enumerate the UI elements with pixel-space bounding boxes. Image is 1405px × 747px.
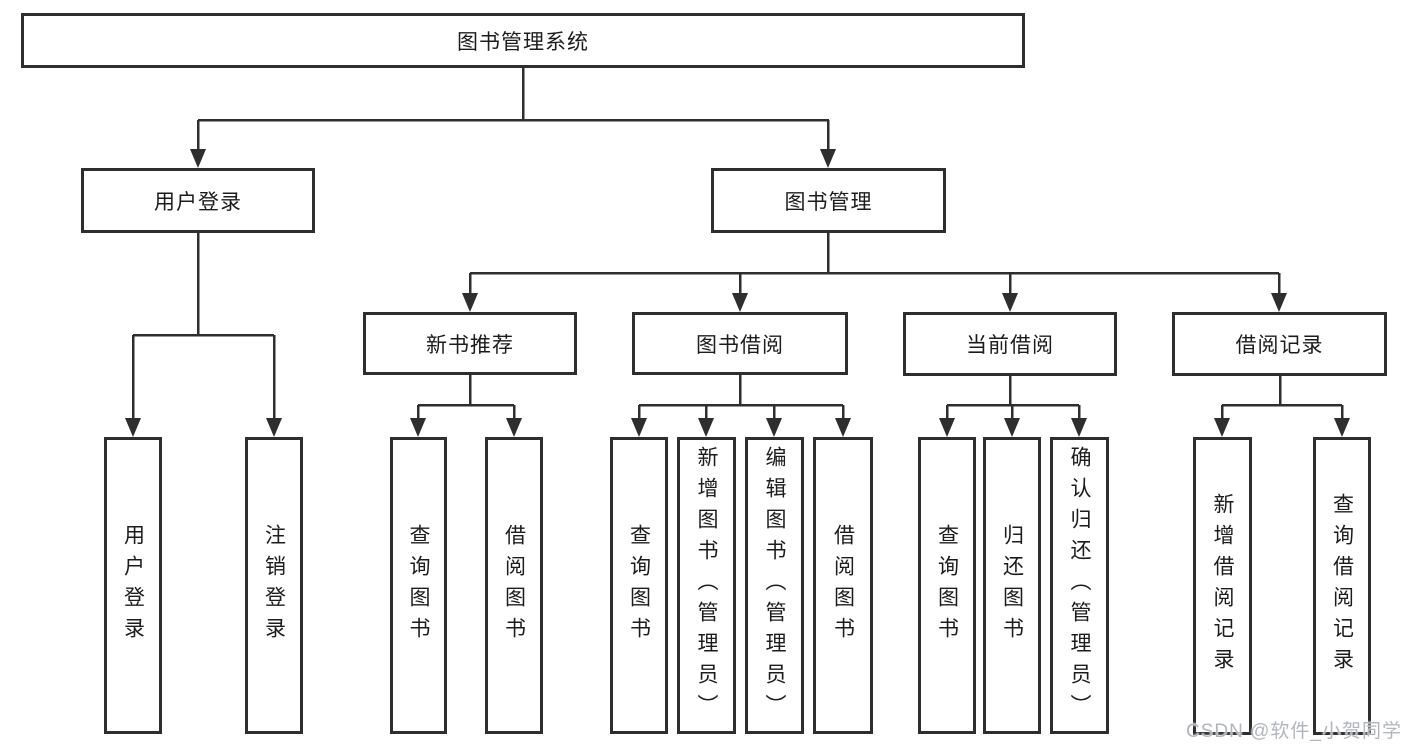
- leaf-borrow-books-borrowing-label: 借阅图书: [831, 523, 855, 648]
- leaf-query-books-borrowing: 查询图书: [610, 437, 668, 734]
- node-book-management: 图书管理: [711, 168, 946, 233]
- node-library-management-system-label: 图书管理系统: [457, 30, 589, 54]
- node-user-login: 用户登录: [81, 168, 315, 233]
- arrowhead-book-management: [820, 149, 836, 168]
- arrowhead-f8: [939, 418, 955, 437]
- leaf-edit-book-admin: 编辑图书（管理员）: [745, 437, 804, 734]
- arrowhead-f3: [506, 418, 522, 437]
- leaf-query-books-recommend-label: 查询图书: [407, 523, 430, 648]
- arrowhead-f4: [631, 418, 647, 437]
- leaf-user-login: 用户登录: [104, 437, 162, 734]
- node-book-borrowing-label: 图书借阅: [696, 333, 784, 357]
- arrowhead-f10: [1071, 418, 1087, 437]
- leaf-add-borrow-record: 新增借阅记录: [1193, 437, 1252, 735]
- node-book-borrowing: 图书借阅: [632, 312, 848, 375]
- arrowhead-current-borrow: [1002, 293, 1018, 312]
- leaf-logout: 注销登录: [245, 437, 303, 734]
- node-current-borrowing: 当前借阅: [903, 312, 1117, 376]
- leaf-confirm-return-admin-label: 确认归还（管理员）: [1068, 446, 1091, 725]
- node-book-management-label: 图书管理: [784, 190, 873, 214]
- arrowhead-f2: [410, 418, 426, 437]
- leaf-query-borrow-record: 查询借阅记录: [1313, 437, 1371, 735]
- arrowhead-new-book: [462, 293, 478, 312]
- leaf-query-books-recommend: 查询图书: [390, 437, 447, 734]
- arrowhead-leaf-logout: [266, 418, 282, 437]
- leaf-query-books-current: 查询图书: [918, 437, 976, 734]
- leaf-query-borrow-record-label: 查询借阅记录: [1330, 493, 1354, 679]
- arrowhead-f12: [1334, 418, 1350, 437]
- node-user-login-label: 用户登录: [154, 190, 242, 214]
- node-current-borrowing-label: 当前借阅: [966, 334, 1054, 357]
- arrowhead-book-borrow: [732, 293, 748, 312]
- arrowhead-f6: [766, 418, 782, 437]
- node-borrowing-records-label: 借阅记录: [1235, 334, 1324, 357]
- leaf-edit-book-admin-label: 编辑图书（管理员）: [763, 446, 786, 725]
- leaf-borrow-books-recommend: 借阅图书: [485, 437, 543, 734]
- node-new-book-recommendation-label: 新书推荐: [426, 333, 514, 357]
- leaf-borrow-books-borrowing: 借阅图书: [813, 437, 873, 734]
- arrowhead-f9: [1004, 418, 1020, 437]
- leaf-confirm-return-admin: 确认归还（管理员）: [1050, 437, 1109, 734]
- arrowhead-leaf-user-login: [125, 418, 141, 437]
- leaf-return-books-label: 归还图书: [1000, 523, 1024, 648]
- leaf-add-book-admin-label: 新增图书（管理员）: [695, 446, 718, 725]
- leaf-query-books-current-label: 查询图书: [935, 523, 959, 648]
- leaf-add-borrow-record-label: 新增借阅记录: [1211, 493, 1234, 679]
- arrowhead-f7: [835, 418, 851, 437]
- leaf-user-login-label: 用户登录: [121, 523, 145, 648]
- node-new-book-recommendation: 新书推荐: [363, 312, 577, 375]
- leaf-return-books: 归还图书: [983, 437, 1041, 734]
- leaf-add-book-admin: 新增图书（管理员）: [677, 437, 736, 734]
- leaf-query-books-borrowing-label: 查询图书: [627, 523, 651, 648]
- leaf-borrow-books-recommend-label: 借阅图书: [502, 523, 526, 648]
- arrowhead-f5: [698, 418, 714, 437]
- csdn-watermark: CSDN @软件_小贺同学: [1186, 721, 1402, 742]
- leaf-logout-label: 注销登录: [262, 523, 286, 648]
- arrowhead-f11: [1214, 418, 1230, 437]
- node-library-management-system: 图书管理系统: [21, 13, 1025, 68]
- arrowhead-user-login: [190, 149, 206, 168]
- node-borrowing-records: 借阅记录: [1172, 312, 1387, 376]
- arrowhead-borrow-records: [1271, 293, 1287, 312]
